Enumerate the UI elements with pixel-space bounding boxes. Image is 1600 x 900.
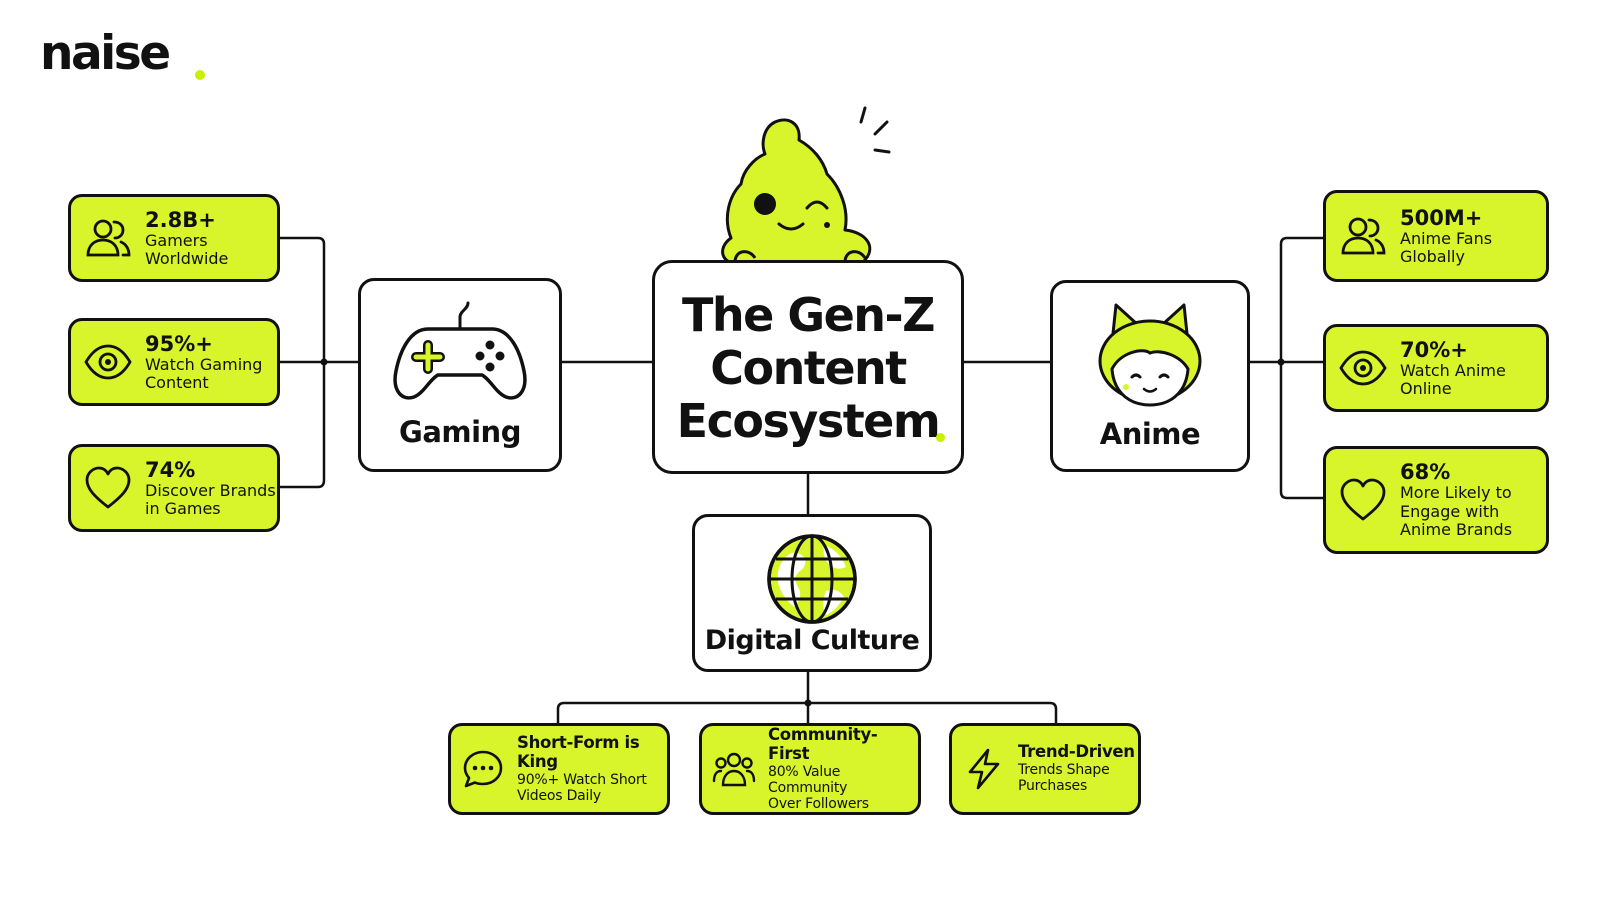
anime-stat-card: 68% More Likely to Engage with Anime Bra…: [1323, 446, 1549, 554]
gaming-label: Gaming: [399, 415, 521, 449]
anime-stat-card: 70%+ Watch Anime Online: [1323, 324, 1549, 412]
trait-description: 80% Value Community Over Followers: [768, 763, 869, 813]
stat-value: 68%: [1400, 460, 1451, 485]
logo-dot: [195, 70, 205, 80]
center-title: The Gen-Z Content Ecosystem: [676, 288, 941, 448]
blob-mascot: [721, 106, 891, 268]
gaming-stat-card: 2.8B+ Gamers Worldwide: [68, 194, 280, 282]
gaming-card: Gaming: [358, 278, 562, 472]
stat-value: 70%+: [1400, 337, 1468, 362]
trait-description: Trends Shape Purchases: [1018, 762, 1110, 795]
stat-value: 500M+: [1400, 205, 1483, 230]
stat-label: Watch Anime Online: [1400, 360, 1506, 399]
users-icon: [1336, 209, 1390, 263]
digital-trait-card: Trend-Driven Trends Shape Purchases: [949, 723, 1141, 815]
digital-culture-card: Digital Culture: [692, 514, 932, 672]
globe-icon: [767, 534, 857, 624]
stat-value: 74%: [145, 457, 196, 482]
stat-label: Anime Fans Globally: [1400, 228, 1493, 267]
anime-card: Anime: [1050, 280, 1250, 472]
trait-title: Short-Form is King: [517, 732, 640, 771]
gaming-stat-card: 95%+ Watch Gaming Content: [68, 318, 280, 406]
chat-bubble-icon: [459, 745, 507, 793]
anime-label: Anime: [1099, 417, 1201, 451]
eye-icon: [1336, 341, 1390, 395]
trait-title: Community-First: [768, 724, 878, 763]
digital-trait-card: Community-First 80% Value Community Over…: [699, 723, 921, 815]
eye-icon: [81, 335, 135, 389]
gamepad-icon: [393, 301, 527, 400]
brand-logo: naise: [40, 26, 171, 81]
lightning-icon: [960, 745, 1008, 793]
heart-icon: [1336, 473, 1390, 527]
users-icon: [710, 745, 758, 793]
heart-icon: [81, 461, 135, 515]
stat-label: Discover Brands in Games: [145, 480, 276, 519]
gaming-stat-card: 74% Discover Brands in Games: [68, 444, 280, 532]
anime-stat-card: 500M+ Anime Fans Globally: [1323, 190, 1549, 282]
trait-description: 90%+ Watch Short Videos Daily: [517, 771, 647, 804]
center-card: The Gen-Z Content Ecosystem: [652, 260, 964, 474]
users-icon: [81, 211, 135, 265]
digital-culture-label: Digital Culture: [704, 625, 920, 656]
stat-label: More Likely to Engage with Anime Brands: [1400, 483, 1513, 540]
digital-trait-card: Short-Form is King 90%+ Watch Short Vide…: [448, 723, 670, 815]
stat-label: Watch Gaming Content: [145, 354, 263, 393]
stat-value: 95%+: [145, 331, 213, 356]
trait-title: Trend-Driven: [1018, 742, 1135, 762]
title-dot: [936, 433, 945, 442]
anime-girl-icon: [1098, 303, 1202, 407]
stat-value: 2.8B+: [145, 207, 216, 232]
stat-label: Gamers Worldwide: [145, 230, 229, 269]
